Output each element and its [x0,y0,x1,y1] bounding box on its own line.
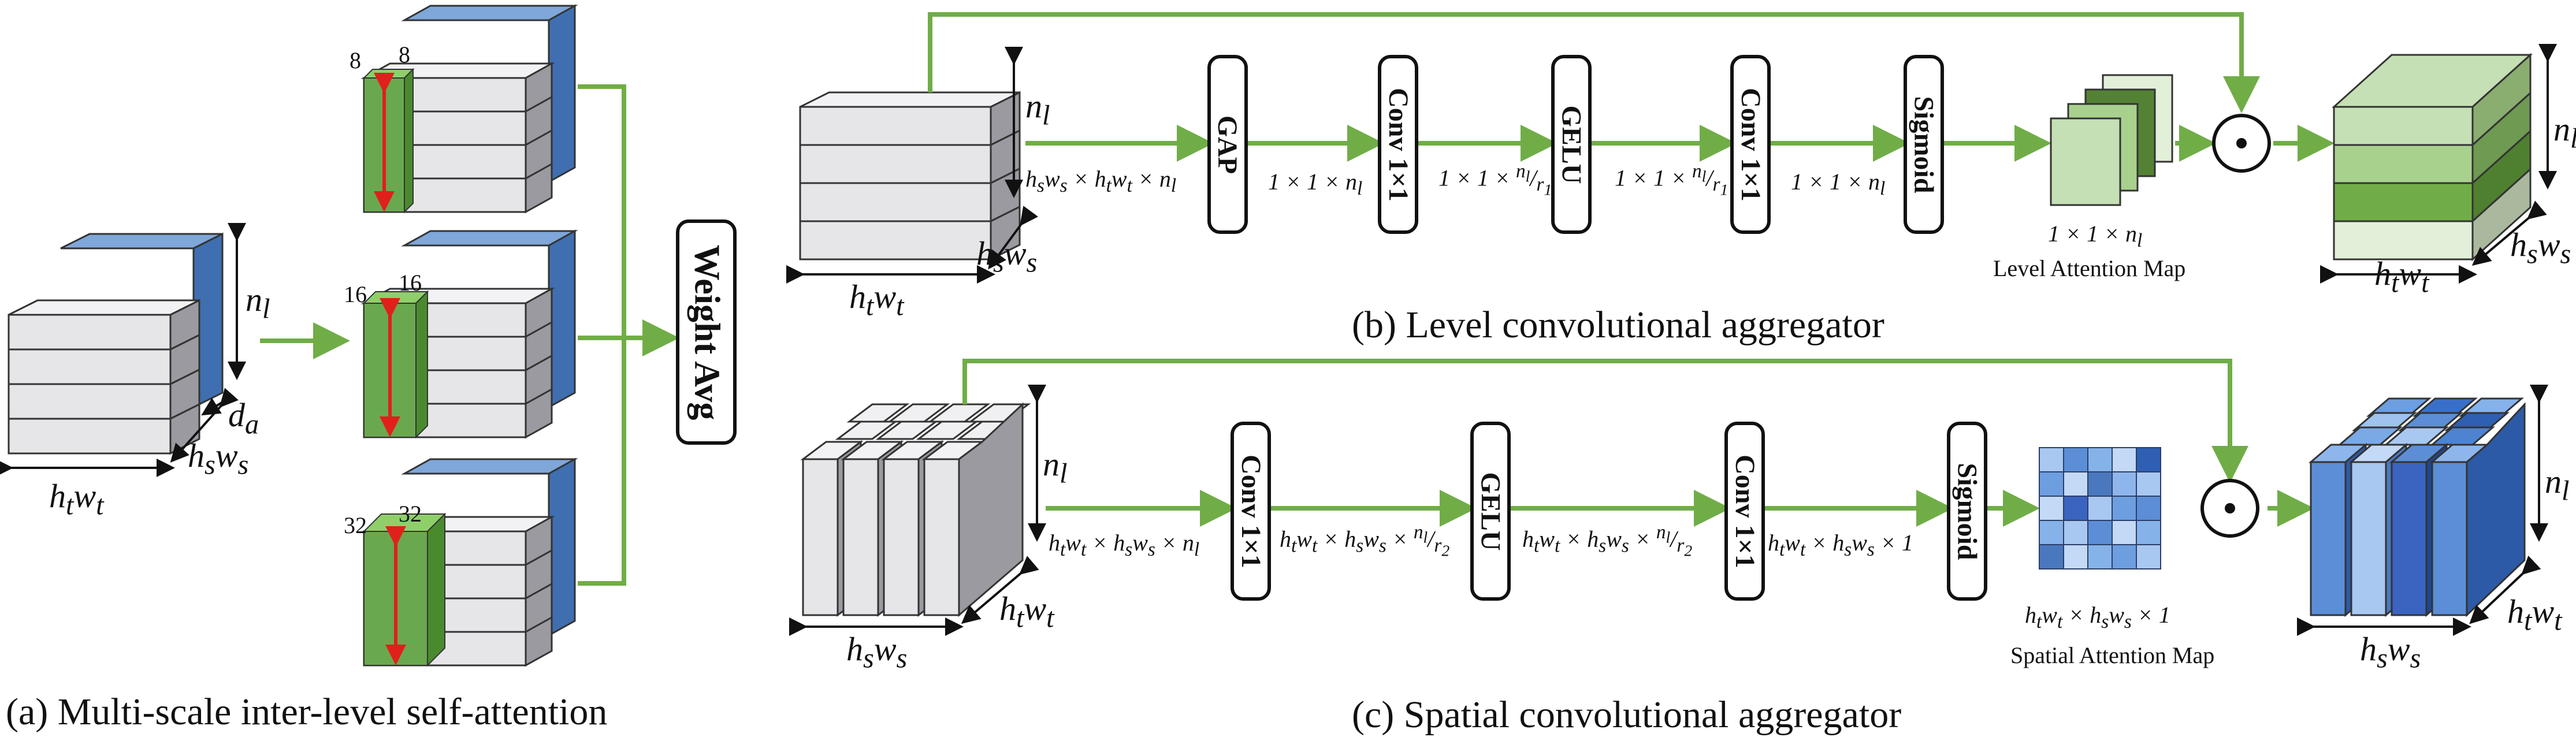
panel-c-edge-label-3: htwt × hsws × nl/r2 [1522,522,1693,560]
panel-b-edge-label-4: 1 × 1 × nl/r1 [1615,161,1729,199]
scale-label-8b: 8 [399,42,410,68]
panel-b-nl-label: nl [1025,87,1050,131]
heatmap-cell [2063,520,2088,545]
heatmap-cell [2112,447,2137,472]
heatmap-cell [2039,447,2064,472]
level-attention-map-label: Level Attention Map [1993,255,2186,281]
heatmap-cell [2087,520,2113,545]
scale-label-32a: 32 [344,512,367,538]
panel-c-input-block-grid [789,385,1046,636]
scale-label-8a: 8 [350,47,361,73]
sigmoid-block-b: Sigmoid [1904,55,1944,234]
weight-avg-block: Weight Avg [676,219,737,445]
panel-c-multiply-operator [2200,479,2259,538]
panel-c-htwt-label: htwt [999,590,1054,634]
panel-c-out-hsws-label: hsws [2360,630,2421,674]
panel-b-out-htwt-label: htwt [2374,255,2429,299]
panel-c-hsws-label: hsws [846,630,908,674]
heatmap-cell [2112,520,2137,545]
heatmap-cell [2112,496,2137,521]
spatial-attention-map-icon [2039,447,2161,570]
panel-b-out-nl-label: nl [2553,110,2576,153]
panel-b-edge-label-3: 1 × 1 × nl/r1 [1438,161,1552,199]
panel-b-edge-label-5: 1 × 1 × nl [1791,169,1886,199]
panel-c-output-block-grid [2297,385,2548,636]
sigmoid-block-c: Sigmoid [1947,422,1987,601]
spatial-map-size-label: htwt × hsws × 1 [2025,602,2170,632]
heatmap-cell [2063,544,2088,570]
panel-b-input-stack [786,47,1039,284]
panel-b-output-stack [2320,44,2557,284]
panel-c-nl-label: nl [1043,445,1068,489]
heatmap-cell [2087,544,2113,570]
heatmap-cell [2087,496,2113,521]
panel-c-out-htwt-label: htwt [2507,593,2562,636]
panel-b-caption: (b) Level convolutional aggregator [1352,304,1884,346]
heatmap-cell [2087,471,2113,497]
heatmap-cell [2136,520,2161,545]
panel-a-scale-stack-8 [360,4,578,214]
panel-b-multiply-operator [2212,114,2271,173]
panel-a-input-stack [0,223,246,477]
heatmap-cell [2087,447,2113,472]
conv1x1-block-c2: Conv 1×1 [1724,422,1765,601]
level-map-size-label: 1 × 1 × nl [2048,221,2143,251]
heatmap-cell [2039,496,2064,521]
panel-b-edge-label-2: 1 × 1 × nl [1268,169,1363,199]
heatmap-cell [2112,471,2137,497]
panel-c-flow-arrows [962,359,2314,527]
panel-a-da-label: da [228,396,259,440]
gap-block: GAP [1207,55,1248,234]
heatmap-cell [2039,544,2064,570]
heatmap-cell [2136,496,2161,521]
heatmap-cell [2039,471,2064,497]
panel-b-out-hsws-label: hsws [2510,226,2571,270]
panel-a-caption: (a) Multi-scale inter-level self-attenti… [6,691,608,733]
conv1x1-block-b2: Conv 1×1 [1730,55,1771,234]
heatmap-cell [2063,447,2088,472]
scale-label-32b: 32 [399,501,422,527]
panel-c-caption: (c) Spatial convolutional aggregator [1352,694,1902,736]
gelu-block-b: GELU [1551,55,1592,234]
scale-label-16b: 16 [399,270,422,296]
heatmap-cell [2063,471,2088,497]
panel-a-scale-stack-32 [360,457,578,667]
panel-b-htwt-label: htwt [849,278,904,322]
panel-a-scale-stack-16 [360,229,578,439]
level-attention-map-icon [2050,74,2173,206]
panel-b-flow-arrows [928,12,2335,162]
heatmap-cell [2063,496,2088,521]
panel-c-out-nl-label: nl [2545,463,2570,507]
panel-c-edge-label-4: htwt × hsws × 1 [1768,530,1913,560]
panel-a-htwt-label: htwt [49,477,104,521]
panel-a-merge-arrows [578,84,679,586]
spatial-attention-map-label: Spatial Attention Map [2010,642,2215,668]
panel-b-hsws-label: hsws [976,234,1038,278]
heatmap-cell [2039,520,2064,545]
conv1x1-block-b1: Conv 1×1 [1378,55,1418,234]
panel-a-nl-label: nl [246,281,270,325]
conv1x1-block-c1: Conv 1×1 [1231,422,1271,601]
panel-c-edge-label-1: htwt × hsws × nl [1049,530,1200,560]
heatmap-cell [2136,471,2161,497]
heatmap-cell [2136,447,2161,472]
panel-c-edge-label-2: htwt × hsws × nl/r2 [1280,522,1450,560]
heatmap-cell [2136,544,2161,570]
panel-a-hsws-label: hsws [188,437,249,481]
gelu-block-c: GELU [1470,422,1511,601]
heatmap-cell [2112,544,2137,570]
scale-label-16a: 16 [344,281,367,307]
panel-b-edge-label-1: hsws × htwt × nl [1025,166,1177,196]
